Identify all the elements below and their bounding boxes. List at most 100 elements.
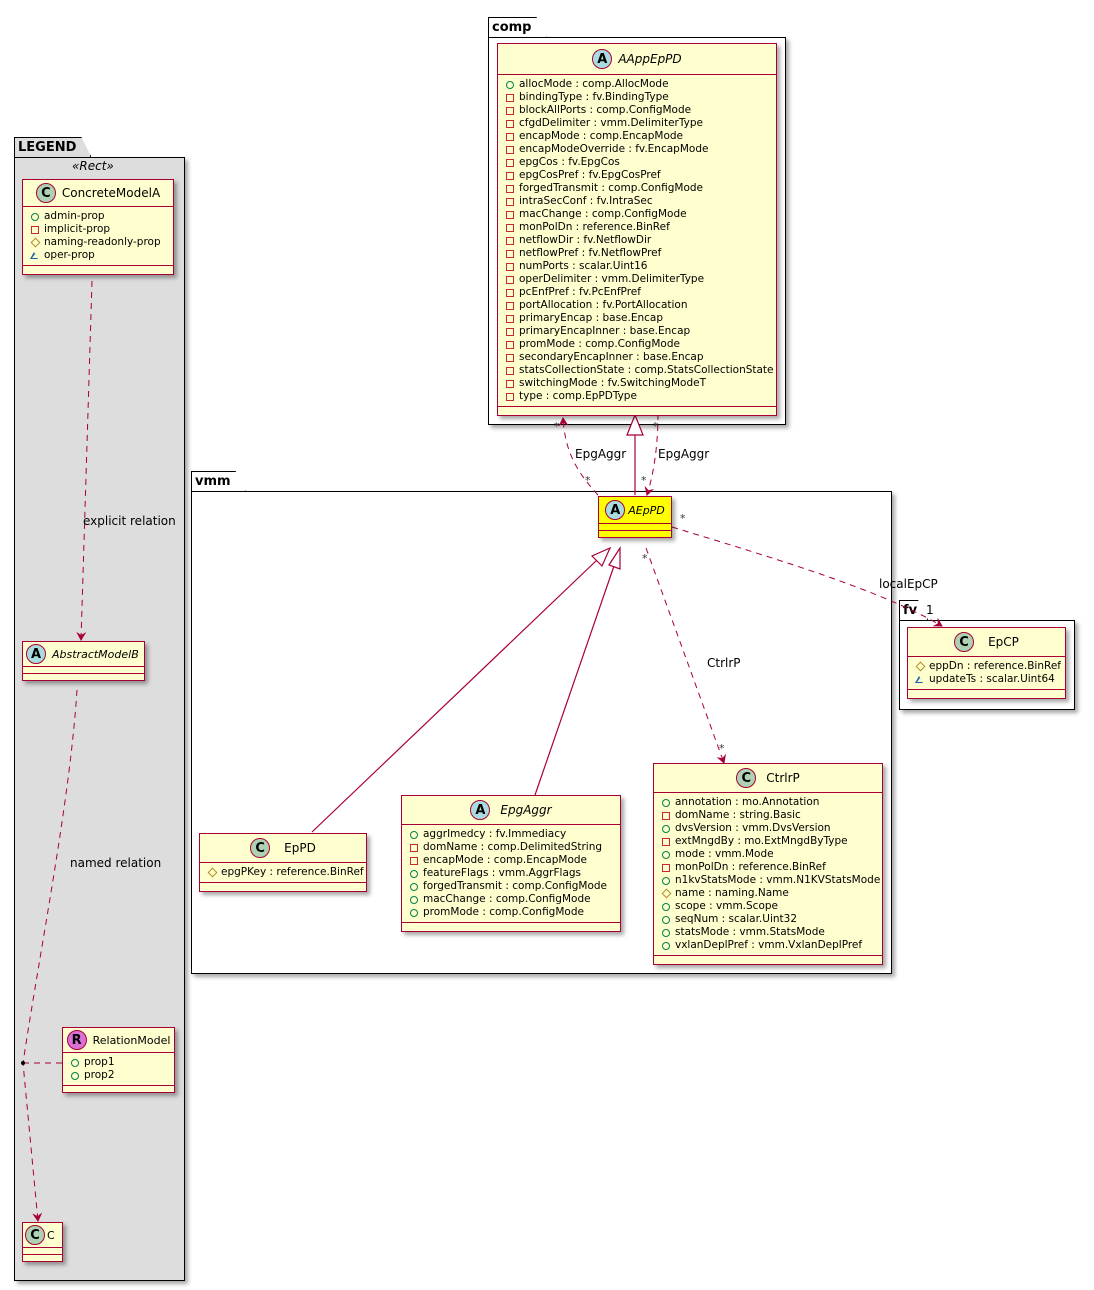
protected-visibility-icon [914, 661, 925, 672]
attribute: extMngdBy : mo.ExtMngdByType [660, 835, 876, 848]
localepcp-label: localEpCP [879, 577, 938, 591]
class-relation-model[interactable]: R RelationModel prop1 prop2 [62, 1027, 175, 1093]
attribute-text: intraSecConf : fv.IntraSec [519, 195, 653, 207]
private-visibility-icon [504, 326, 515, 337]
attribute-text: eppDn : reference.BinRef [929, 660, 1061, 672]
class-badge-icon: C [736, 768, 757, 788]
private-visibility-icon [504, 235, 515, 246]
attribute-text: epgCosPref : fv.EpgCosPref [519, 169, 661, 181]
attribute: name : naming.Name [660, 887, 876, 900]
class-name: ConcreteModelA [61, 186, 161, 200]
public-visibility-icon [660, 914, 671, 925]
class-name: C [47, 1228, 55, 1242]
public-visibility-icon [660, 849, 671, 860]
attribute: featureFlags : vmm.AggrFlags [408, 867, 614, 880]
attribute-text: encapMode : comp.EncapMode [519, 130, 684, 142]
edge-ctrlrp [645, 547, 726, 764]
edge-junction-dot [21, 1061, 25, 1065]
attribute: switchingMode : fv.SwitchingModeT [504, 377, 770, 390]
public-visibility-icon [660, 823, 671, 834]
epgaggr-left-label: EpgAggr [575, 447, 627, 461]
class-c[interactable]: C C [22, 1222, 63, 1262]
attribute: numPorts : scalar.Uint16 [504, 260, 770, 273]
attribute-text: monPolDn : reference.BinRef [519, 221, 670, 233]
attribute: allocMode : comp.AllocMode [504, 78, 770, 91]
attribute: mode : vmm.Mode [660, 848, 876, 861]
private-visibility-icon [504, 391, 515, 402]
private-visibility-icon [660, 810, 671, 821]
attribute-text: type : comp.EpPDType [519, 390, 637, 402]
attribute: annotation : mo.Annotation [660, 796, 876, 809]
legend-package-tab: LEGEND [14, 137, 91, 157]
class-name: AEpPD [628, 503, 665, 517]
private-visibility-icon [504, 222, 515, 233]
private-visibility-icon [504, 209, 515, 220]
attribute: netflowPref : fv.NetflowPref [504, 247, 770, 260]
private-visibility-icon [504, 274, 515, 285]
legend-stereotype: «Rect» [72, 159, 114, 173]
attribute-text: seqNum : scalar.Uint32 [675, 913, 798, 925]
epgaggr-right-dst-mult: * [641, 474, 647, 487]
private-visibility-icon [504, 170, 515, 181]
attribute: intraSecConf : fv.IntraSec [504, 195, 770, 208]
attribute-text: pcEnfPref : fv.PcEnfPref [519, 286, 641, 298]
edge-localepcp [671, 526, 943, 627]
public-visibility-icon [408, 881, 419, 892]
class-abstract-model-b[interactable]: A AbstractModelB [22, 641, 145, 681]
ctrlrp-src-mult: * [642, 552, 648, 565]
class-concrete-model-a[interactable]: C ConcreteModelA admin-prop implicit-pro… [22, 179, 174, 275]
epgaggr-left-src-mult: * [585, 474, 591, 487]
class-aeppd[interactable]: A AEpPD [598, 496, 672, 538]
public-visibility-icon [660, 901, 671, 912]
attribute-text: primaryEncap : base.Encap [519, 312, 663, 324]
private-visibility-icon [660, 862, 671, 873]
attribute-text: epgCos : fv.EpgCos [519, 156, 620, 168]
class-badge-icon: C [954, 632, 975, 652]
class-badge-icon: C [35, 183, 56, 203]
class-eppd[interactable]: C EpPD epgPKey : reference.BinRef [199, 833, 367, 892]
relation-badge-icon: R [66, 1030, 87, 1050]
attribute: dvsVersion : vmm.DvsVersion [660, 822, 876, 835]
attribute-text: dvsVersion : vmm.DvsVersion [675, 822, 831, 834]
epgaggr-right-label: EpgAggr [658, 447, 710, 461]
attribute: eppDn : reference.BinRef [914, 660, 1061, 673]
vmm-package-tab: vmm [191, 471, 246, 491]
attribute: secondaryEncapInner : base.Encap [504, 351, 770, 364]
attribute: statsCollectionState : comp.StatsCollect… [504, 364, 774, 377]
private-visibility-icon [504, 365, 515, 376]
private-visibility-icon [504, 352, 515, 363]
attribute: monPolDn : reference.BinRef [660, 861, 876, 874]
epgaggr-right-src-mult: * [653, 420, 659, 433]
private-visibility-icon [504, 261, 515, 272]
private-visibility-icon [504, 144, 515, 155]
attribute-text: forgedTransmit : comp.ConfigMode [423, 880, 607, 892]
attribute-text: vxlanDeplPref : vmm.VxlanDeplPref [675, 939, 863, 951]
private-visibility-icon [504, 157, 515, 168]
class-name: CtrlrP [766, 771, 800, 785]
attribute: bindingType : fv.BindingType [504, 91, 770, 104]
attribute-text: statsMode : vmm.StatsMode [675, 926, 825, 938]
edge-explicit-relation [76, 280, 93, 641]
attribute: encapModeOverride : fv.EncapMode [504, 143, 770, 156]
attribute: n1kvStatsMode : vmm.N1KVStatsMode [660, 874, 880, 887]
public-visibility-icon [660, 940, 671, 951]
private-visibility-icon [504, 196, 515, 207]
attribute: implicit-prop [29, 223, 167, 236]
abstract-badge-icon: A [605, 500, 626, 520]
attribute-text: monPolDn : reference.BinRef [675, 861, 826, 873]
attribute: statsMode : vmm.StatsMode [660, 926, 876, 939]
attribute-text: allocMode : comp.AllocMode [519, 78, 669, 90]
attribute: promMode : comp.ConfigMode [408, 906, 614, 919]
abstract-badge-icon: A [26, 644, 46, 664]
class-name: EpPD [284, 841, 316, 855]
private-visibility-icon [660, 836, 671, 847]
attribute-text: macChange : comp.ConfigMode [519, 208, 687, 220]
